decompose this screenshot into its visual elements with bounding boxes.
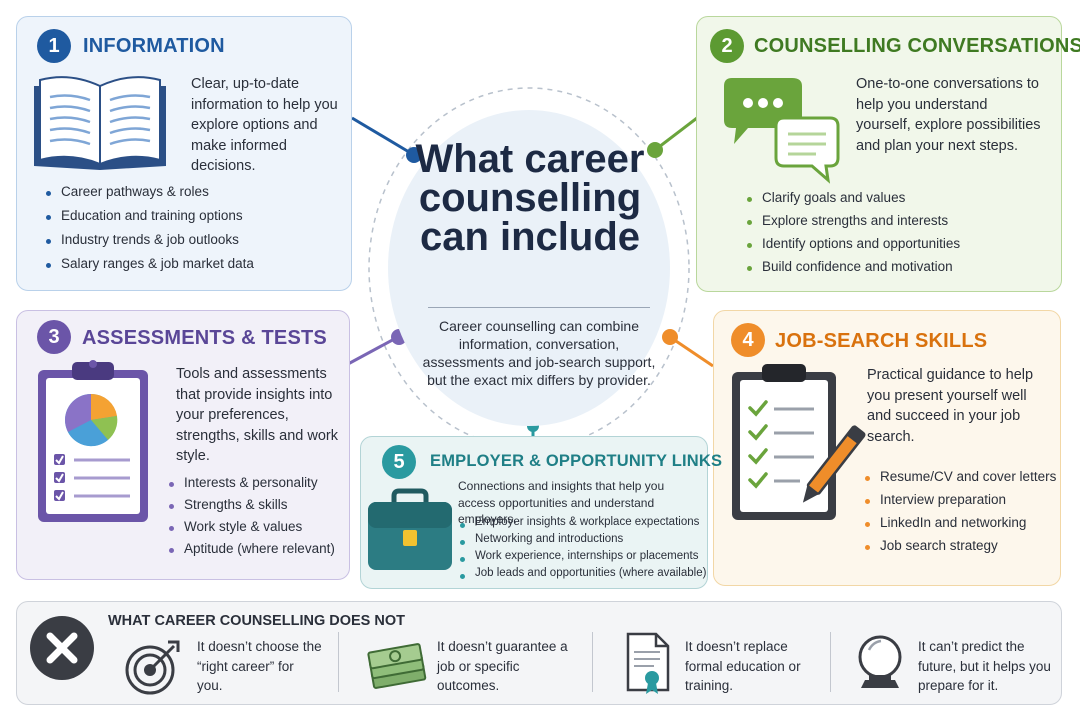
divider	[592, 632, 593, 692]
center-circle	[388, 110, 670, 426]
center-subtitle: Career counselling can combine informati…	[422, 318, 656, 388]
center-divider	[428, 307, 650, 308]
list-item: Education and training options	[44, 208, 254, 232]
section-heading: INFORMATION	[83, 35, 225, 57]
speech-bubbles-icon	[724, 78, 840, 184]
center-dashed-ring	[368, 87, 690, 449]
section-heading: COUNSELLING CONVERSATIONS	[754, 35, 1080, 57]
crystal-ball-icon	[858, 635, 902, 688]
target-icon	[125, 640, 180, 695]
section-heading: JOB-SEARCH SKILLS	[775, 330, 988, 352]
section-number: 3	[37, 320, 71, 354]
limitation-item: It doesn’t guarantee a job or specific o…	[437, 639, 568, 693]
section-number: 1	[37, 29, 71, 63]
list-item: Build confidence and motivation	[745, 259, 960, 282]
divider	[338, 632, 339, 692]
list-item: Job leads and opportunities (where avail…	[458, 567, 706, 584]
list-item: Employer insights & workplace expectatio…	[458, 516, 706, 533]
card-counselling-conversations	[696, 16, 1062, 292]
list-item: Clarify goals and values	[745, 190, 960, 213]
limitation-item: It can’t predict the future, but it help…	[918, 639, 1051, 693]
money-stack-icon	[367, 643, 427, 689]
close-icon	[30, 616, 94, 680]
section-heading: ASSESSMENTS & TESTS	[82, 327, 327, 349]
section-number: 2	[710, 29, 744, 63]
connector-dot-2	[647, 142, 663, 158]
clipboard-pie-chart-icon	[38, 360, 148, 522]
section-description: Clear, up-to-date information to help yo…	[191, 76, 338, 174]
bullet-list: Employer insights & workplace expectatio…	[458, 516, 706, 584]
list-item: Resume/CV and cover letters	[863, 469, 1056, 492]
bullet-list: Resume/CV and cover letters Interview pr…	[863, 469, 1056, 561]
section-description: Tools and assessments that provide insig…	[176, 366, 338, 464]
section-number: 4	[731, 323, 765, 357]
section-description: One-to-one conversations to help you und…	[856, 76, 1041, 154]
list-item: Interview preparation	[863, 492, 1056, 515]
list-item: Work style & values	[167, 519, 335, 541]
list-item: Salary ranges & job market data	[44, 256, 254, 280]
checklist-pen-icon	[732, 364, 866, 520]
list-item: Interests & personality	[167, 475, 335, 497]
open-book-icon	[34, 76, 166, 170]
section-heading: EMPLOYER & OPPORTUNITY LINKS	[430, 452, 723, 470]
list-item: Industry trends & job outlooks	[44, 232, 254, 256]
limitations-title: WHAT CAREER COUNSELLING DOES NOT	[108, 613, 405, 629]
certificate-icon	[626, 632, 670, 694]
list-item: Work experience, internships or placemen…	[458, 550, 706, 567]
connector-dot-4	[662, 329, 678, 345]
divider	[830, 632, 831, 692]
limitation-item: It doesn’t replace formal education or t…	[685, 639, 801, 693]
section-description: Connections and insights that help you a…	[458, 479, 665, 526]
list-item: Aptitude (where relevant)	[167, 541, 335, 563]
list-item: Career pathways & roles	[44, 184, 254, 208]
list-item: Job search strategy	[863, 538, 1056, 561]
list-item: Networking and introductions	[458, 533, 706, 550]
briefcase-icon	[368, 488, 452, 570]
list-item: Explore strengths and interests	[745, 213, 960, 236]
bullet-list: Career pathways & roles Education and tr…	[44, 184, 254, 280]
connector-line-2	[654, 116, 698, 152]
connector-line-1	[351, 116, 415, 157]
center-title: What career counselling can include	[415, 137, 645, 259]
section-description: Practical guidance to help you present y…	[867, 367, 1034, 445]
bullet-list: Clarify goals and values Explore strengt…	[745, 190, 960, 282]
section-number: 5	[382, 445, 416, 479]
limitation-item: It doesn’t choose the “right career” for…	[197, 639, 322, 693]
bullet-list: Interests & personality Strengths & skil…	[167, 475, 335, 563]
list-item: LinkedIn and networking	[863, 515, 1056, 538]
list-item: Strengths & skills	[167, 497, 335, 519]
list-item: Identify options and opportunities	[745, 236, 960, 259]
connector-line-3	[347, 335, 399, 366]
connector-dot-1	[406, 147, 422, 163]
connector-line-4	[669, 335, 714, 368]
